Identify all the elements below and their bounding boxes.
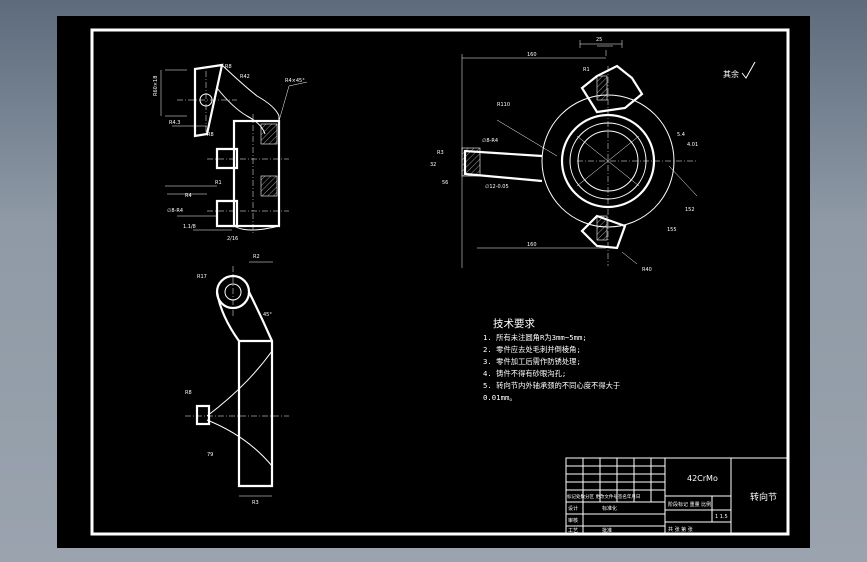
svg-text:R1: R1: [215, 180, 222, 186]
svg-text:32: 32: [430, 162, 436, 168]
tech-req-line-3: 3. 零件加工后需作防锈处理;: [483, 357, 581, 366]
svg-text:R2: R2: [253, 254, 260, 260]
tech-req-title: 技术要求: [493, 317, 535, 330]
svg-text:批准: 批准: [602, 527, 612, 534]
svg-text:R4×45°: R4×45°: [285, 78, 305, 84]
svg-text:R60×18: R60×18: [153, 76, 159, 96]
svg-text:R3: R3: [252, 500, 259, 506]
svg-text:R8: R8: [225, 64, 232, 70]
part-name: 转向节: [750, 491, 777, 503]
technical-requirements: 技术要求 1. 所有未注圆角R为3mm~5mm; 2. 零件应去处毛刺并倒棱角;…: [483, 317, 620, 402]
cad-drawing-viewport[interactable]: R8 R42 R4×45° R60×18 R4.3 R8 R1 R4 ∅8-R4…: [57, 16, 810, 548]
tech-req-line-6: 0.01mm。: [483, 393, 517, 402]
svg-text:其余: 其余: [723, 69, 739, 79]
svg-text:56: 56: [442, 180, 448, 186]
svg-text:∅12-0.05: ∅12-0.05: [485, 184, 509, 190]
svg-text:R8: R8: [185, 390, 192, 396]
side-view[interactable]: R17 R2 45° R8 79 R3: [185, 254, 289, 506]
material-label: 42CrMo: [687, 474, 718, 483]
svg-text:155: 155: [667, 227, 677, 233]
svg-text:R4.3: R4.3: [169, 120, 180, 126]
svg-text:R3: R3: [437, 150, 444, 156]
tech-req-line-5: 5. 转向节内外轴承颈的不同心度不得大于: [483, 381, 620, 390]
svg-text:1.1/8: 1.1/8: [183, 224, 196, 230]
tech-req-line-2: 2. 零件应去处毛刺并倒棱角;: [483, 345, 581, 354]
svg-text:设计: 设计: [568, 505, 578, 512]
svg-text:∅8-R4: ∅8-R4: [167, 208, 183, 214]
svg-text:160: 160: [527, 52, 537, 58]
tech-req-line-4: 4. 铸件不得有砂眼沟孔;: [483, 369, 566, 378]
svg-text:R4: R4: [185, 193, 192, 199]
drawing-border: [90, 28, 790, 536]
svg-text:45°: 45°: [263, 312, 272, 318]
svg-text:5.4: 5.4: [677, 132, 685, 138]
svg-text:工艺: 工艺: [568, 528, 578, 534]
plan-view[interactable]: 160 25 R1 R110 5.4 152 155 4.01 R40 32 1…: [430, 37, 698, 273]
svg-text:共 张 第 张: 共 张 第 张: [668, 526, 693, 533]
svg-text:R8: R8: [207, 132, 214, 138]
svg-text:审核: 审核: [568, 517, 578, 524]
svg-text:79: 79: [207, 452, 213, 458]
title-block: 42CrMo 转向节 阶段标记 重量 比例 1 1.5 共 张 第 张 标记处数…: [565, 457, 789, 535]
svg-text:∅8-R4: ∅8-R4: [482, 138, 498, 144]
svg-text:R40: R40: [642, 267, 652, 273]
svg-text:R1: R1: [583, 67, 590, 73]
svg-text:阶段标记 重量 比例: 阶段标记 重量 比例: [668, 501, 711, 508]
svg-text:4.01: 4.01: [687, 142, 698, 148]
svg-text:标记处数分区 更改文件号签名年月日: 标记处数分区 更改文件号签名年月日: [567, 493, 640, 500]
svg-text:1 1.5: 1 1.5: [715, 514, 728, 520]
tech-req-line-1: 1. 所有未注圆角R为3mm~5mm;: [483, 333, 587, 342]
surface-roughness-note: 其余: [723, 61, 756, 79]
svg-text:2/16: 2/16: [227, 236, 238, 242]
front-section-view[interactable]: R8 R42 R4×45° R60×18 R4.3 R8 R1 R4 ∅8-R4…: [153, 63, 308, 242]
svg-text:152: 152: [685, 207, 695, 213]
svg-text:R110: R110: [497, 102, 510, 108]
svg-text:标准化: 标准化: [602, 505, 617, 512]
svg-text:R17: R17: [197, 274, 207, 280]
svg-text:160: 160: [527, 242, 537, 248]
drawing-canvas: R8 R42 R4×45° R60×18 R4.3 R8 R1 R4 ∅8-R4…: [90, 28, 790, 536]
svg-text:25: 25: [596, 37, 602, 43]
svg-text:R42: R42: [240, 74, 250, 80]
